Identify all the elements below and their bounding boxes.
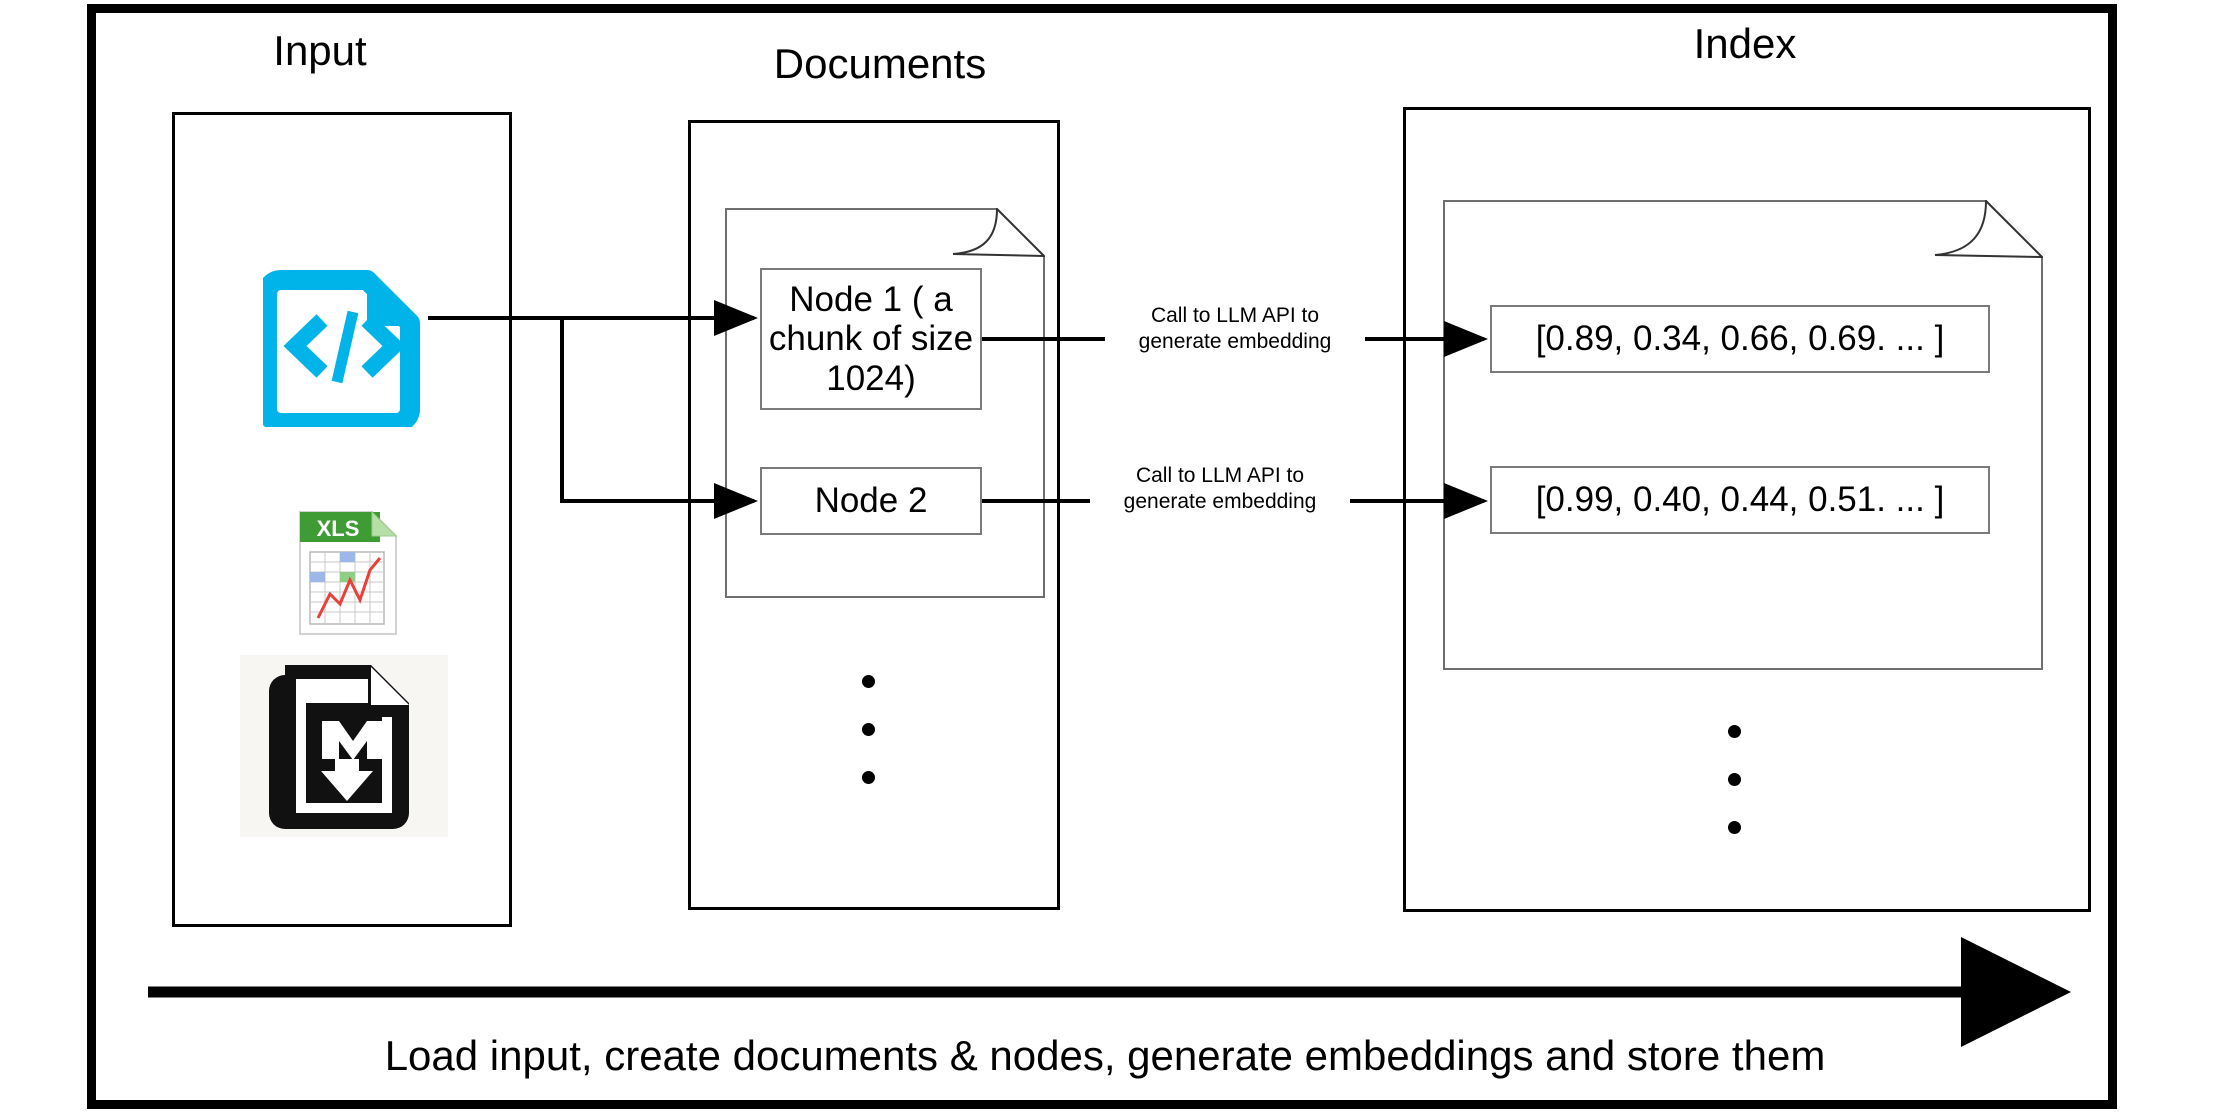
embedding-vector-box-2[interactable]: [0.99, 0.40, 0.44, 0.51. ... ]	[1490, 466, 1990, 534]
code-file-icon	[257, 262, 428, 433]
dot	[1728, 821, 1741, 834]
markdown-file-icon	[240, 655, 448, 837]
xls-file-icon: XLS	[296, 508, 400, 638]
dot	[1728, 773, 1741, 786]
column-heading-index: Index	[1693, 20, 1797, 67]
node-box-2[interactable]: Node 2	[760, 467, 982, 535]
documents-ellipsis	[862, 675, 875, 819]
column-heading-documents: Documents	[773, 40, 987, 87]
index-sheet-shape	[1443, 200, 2043, 670]
dot	[862, 771, 875, 784]
dot	[1728, 725, 1741, 738]
embedding-vector-box-1[interactable]: [0.89, 0.34, 0.66, 0.69. ... ]	[1490, 305, 1990, 373]
diagram-caption: Load input, create documents & nodes, ge…	[384, 1032, 1826, 1079]
svg-text:XLS: XLS	[317, 516, 360, 541]
dot	[862, 723, 875, 736]
edge-label-embedding-2: Call to LLM API to generate embedding	[1090, 463, 1350, 515]
node-box-1[interactable]: Node 1 ( a chunk of size 1024)	[760, 268, 982, 410]
edge-label-embedding-1: Call to LLM API to generate embedding	[1105, 303, 1365, 355]
index-ellipsis	[1728, 725, 1741, 869]
dot	[862, 675, 875, 688]
column-heading-input: Input	[273, 27, 367, 74]
